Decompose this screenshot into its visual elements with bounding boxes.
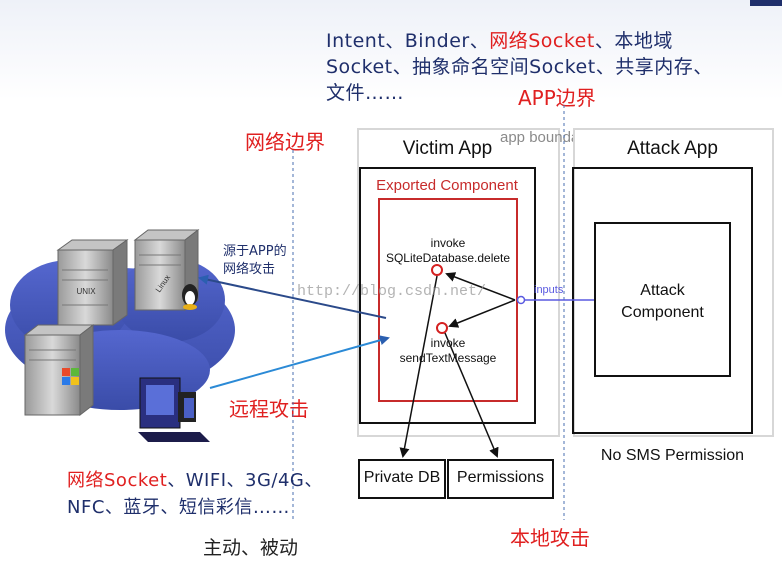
app-boundary-en-label: app boundary bbox=[500, 129, 592, 146]
delete-to-db-arrow bbox=[399, 275, 438, 458]
active-passive-label: 主动、被动 bbox=[203, 537, 299, 559]
local-attack-label: 本地攻击 bbox=[510, 526, 590, 550]
victim-inner-box bbox=[359, 167, 536, 424]
inputs-endpoint bbox=[516, 295, 526, 305]
unix-label: UNIX bbox=[76, 287, 96, 296]
linux-server-icon bbox=[133, 228, 200, 312]
victim-app-container bbox=[357, 128, 560, 437]
windows-server-icon bbox=[23, 323, 95, 417]
app-origin-attack-line2: 网络攻击 bbox=[223, 262, 276, 277]
permissions-box bbox=[447, 459, 554, 499]
send-text-message-call: sendTextMessage bbox=[399, 351, 497, 365]
attack-component-box bbox=[594, 222, 731, 377]
transport-channels-text: 网络Socket、WIFI、3G/4G、 NFC、蓝牙、短信彩信…… bbox=[67, 467, 323, 521]
permissions-label: Permissions bbox=[456, 469, 545, 486]
invoke-delete-label: invoke SQLiteDatabase.delete bbox=[381, 236, 515, 266]
ipc-line-2: Socket、抽象命名空间Socket、共享内存、 bbox=[326, 56, 713, 78]
ipc-part-1: Intent、Binder、 bbox=[326, 30, 490, 52]
invoke-sms-node bbox=[436, 322, 448, 334]
pc-icon bbox=[138, 377, 210, 442]
network-cloud-illustration: UNIX Linux bbox=[5, 228, 235, 442]
ipc-mechanisms-text: Intent、Binder、网络Socket、本地域 Socket、抽象命名空间… bbox=[326, 28, 766, 106]
watermark-text: http://blog.csdn.net/ bbox=[297, 283, 487, 300]
to-sms-arrow bbox=[448, 299, 516, 328]
invoke-1: invoke bbox=[430, 236, 466, 250]
invoke-delete-node bbox=[431, 264, 443, 276]
app-boundary-cn-label: APP边界 bbox=[518, 86, 596, 110]
app-origin-attack-arrow bbox=[198, 274, 387, 319]
attack-app-title: Attack App bbox=[627, 138, 718, 159]
top-right-bar bbox=[750, 0, 782, 6]
private-db-label: Private DB bbox=[363, 469, 441, 486]
exported-component-label: Exported Component bbox=[376, 177, 518, 194]
network-boundary-label: 网络边界 bbox=[245, 130, 325, 154]
bottom-network-socket: 网络Socket bbox=[67, 470, 168, 491]
attack-component-label: Attack Component bbox=[596, 280, 729, 324]
invoke-2: invoke bbox=[430, 336, 466, 350]
ipc-line-3: 文件…… bbox=[326, 82, 405, 104]
sqlite-delete-call: SQLiteDatabase.delete bbox=[385, 251, 511, 265]
bottom-line-1-rest: 、WIFI、3G/4G、 bbox=[167, 470, 323, 491]
app-origin-attack-line1: 源于APP的 bbox=[223, 244, 287, 259]
remote-attack-label: 远程攻击 bbox=[229, 397, 309, 421]
ipc-network-socket: 网络Socket bbox=[489, 30, 595, 52]
ipc-part-2: 、本地域 bbox=[594, 30, 673, 52]
bottom-line-2: NFC、蓝牙、短信彩信…… bbox=[67, 497, 290, 518]
invoke-sms-label: invoke sendTextMessage bbox=[381, 336, 515, 366]
inputs-label: inputs bbox=[534, 284, 564, 296]
attack-component-line1: Attack bbox=[640, 282, 685, 299]
unix-server-icon bbox=[56, 239, 129, 326]
header-band bbox=[0, 0, 782, 100]
victim-app-title: Victim App bbox=[402, 138, 493, 159]
no-sms-permission-label: No SMS Permission bbox=[600, 447, 745, 464]
attack-component-line2: Component bbox=[621, 304, 704, 321]
app-origin-attack-label: 源于APP的 网络攻击 bbox=[223, 243, 287, 279]
private-db-box bbox=[358, 459, 446, 499]
sms-to-permissions-arrow bbox=[444, 332, 499, 458]
to-delete-arrow bbox=[445, 272, 516, 301]
remote-attack-arrow bbox=[209, 335, 390, 389]
attack-app-container bbox=[573, 128, 774, 437]
